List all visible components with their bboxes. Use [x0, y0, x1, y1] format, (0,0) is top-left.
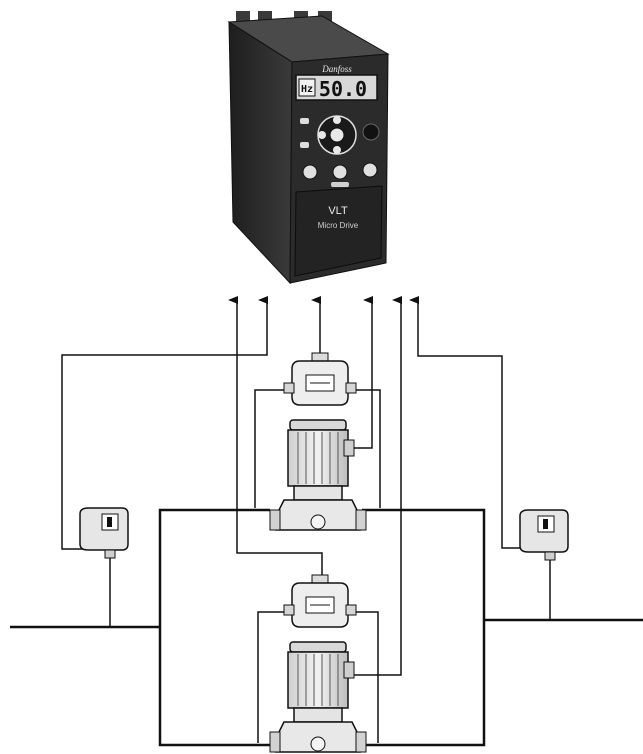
motor-body [287, 429, 349, 487]
drive-series-label: Micro Drive [318, 221, 359, 230]
keypad-back-button [300, 142, 309, 148]
potentiometer-knob [362, 123, 380, 141]
wire-left-switch [61, 296, 268, 550]
pressure-switch-indicator [107, 517, 112, 527]
motor-terminal-box [343, 661, 355, 679]
pressure-switch-connector [544, 551, 556, 561]
motor-fan-cover [289, 419, 347, 431]
keypad-hand-button [302, 164, 318, 180]
drive-display-prefix-box [298, 78, 316, 97]
wire-right-switch [409, 296, 520, 549]
sensor-port-left [283, 382, 295, 394]
motor-terminal-box [343, 439, 355, 457]
drive-side-face [228, 21, 293, 285]
impulse-line-upper-right [345, 389, 381, 508]
pump-lantern [293, 485, 343, 501]
motor-fan-cover [289, 641, 347, 653]
keypad-auto-button [362, 162, 378, 178]
keypad-left-button [318, 131, 326, 139]
pressure-switch-icon [79, 507, 129, 559]
sensor-port-left [283, 604, 295, 616]
drive-display-value: 50.0 [319, 77, 367, 101]
keypad-off-button [332, 164, 348, 180]
pressure-switch-connector [104, 549, 116, 559]
keypad-menu-button [300, 118, 309, 124]
pump-flange-left [269, 509, 281, 531]
keypad-up-button [333, 116, 341, 124]
pressure-transmitter-icon [283, 352, 357, 406]
right-manifold [362, 508, 486, 747]
drive-mount-tab [294, 11, 308, 21]
main-piping [10, 508, 643, 747]
wire-lower-sensor [228, 296, 323, 577]
pressure-transmitter-icon [283, 574, 357, 628]
inline-pump-icon [269, 641, 367, 753]
keypad-down-button [333, 146, 341, 154]
drive-display-prefix: Hz [301, 84, 313, 95]
pressure-switch-indicator [543, 519, 548, 529]
sensor-top-cap [311, 352, 329, 362]
pump-flange-left [269, 731, 281, 753]
drive-mount-tab [258, 11, 272, 21]
sensor-top-cap [311, 574, 329, 584]
drive-front-lower-panel [294, 185, 383, 277]
keypad-ok-button [329, 127, 345, 143]
drive-model-label: VLT [328, 205, 348, 217]
drive-mount-tab [318, 11, 332, 21]
motor-body [287, 651, 349, 709]
inline-pump-icon [269, 419, 367, 531]
wire-lower-motor [346, 296, 402, 676]
pump-lantern [293, 707, 343, 723]
pump-flange-right [355, 731, 367, 753]
sensor-port-right [345, 382, 357, 394]
pump-flange-right [355, 509, 367, 531]
drive-brand-logo: Danfoss [321, 64, 352, 74]
wire-upper-motor [346, 296, 373, 449]
frequency-converter-icon: Danfoss Hz 50.0 VLT Micro Drive [227, 11, 390, 285]
drive-mount-tab [236, 11, 250, 21]
keypad-reset-button [331, 182, 349, 187]
left-manifold [158, 508, 270, 747]
sensor-port-right [345, 604, 357, 616]
pressure-switch-icon [519, 509, 569, 561]
